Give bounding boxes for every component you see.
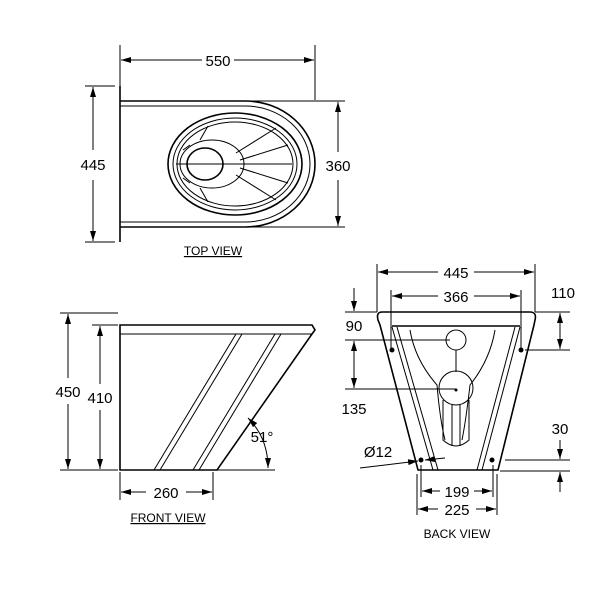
dim-bowl-width: 360 [325,158,350,175]
back-view: 445 366 110 90 135 30 Ø12 [341,264,575,541]
dim-back-top-offset: 110 [551,285,575,302]
dim-back-hole-offset: 90 [346,318,363,335]
dimension-hole-diameter: Ø12 [359,444,446,469]
dim-front-height: 450 [55,384,80,401]
dimension-angle: 51° [217,417,275,471]
dim-back-hole-spacing-bottom: 199 [444,484,469,501]
dimension-360: 360 [245,100,351,228]
dim-back-base-width: 225 [444,502,469,519]
dim-front-base: 260 [153,485,178,502]
dim-hole-diameter: Ø12 [364,444,392,461]
dimension-550: 550 [119,45,316,100]
top-view: 550 445 360 TOP VIEW [80,45,351,258]
front-view-label: FRONT VIEW [130,511,206,525]
dim-back-width: 445 [443,265,468,282]
dimension-260: 260 [119,472,214,502]
front-view: 450 410 260 51° FRONT VIEW [55,312,316,525]
dimension-445-back: 445 [376,264,536,312]
back-view-outline [376,311,537,471]
dim-front-inner-height: 410 [87,390,112,407]
dim-angle: 51° [251,429,274,446]
dimension-110: 110 [525,285,575,351]
dim-back-hole-spacing-top: 366 [443,289,468,306]
dim-top-width: 445 [80,157,105,174]
mounting-hole [389,347,395,353]
dimension-410: 410 [87,324,118,469]
dim-back-outlet-offset: 135 [341,401,366,418]
dim-top-length: 550 [205,53,230,70]
dimension-30: 30 [500,421,570,492]
back-view-label: BACK VIEW [424,527,491,541]
front-view-outline [119,324,316,471]
mounting-hole [489,457,495,463]
top-view-outline [119,86,316,242]
dimension-445-top: 445 [80,85,115,243]
top-view-label: TOP VIEW [184,244,243,258]
dimension-199-225: 199 225 [416,465,498,519]
mounting-hole [418,457,424,463]
dimension-90-135: 90 135 [341,288,456,418]
dim-back-bottom-hole-offset: 30 [552,421,569,438]
dimension-366: 366 [390,289,522,350]
dimension-450: 450 [55,312,118,471]
